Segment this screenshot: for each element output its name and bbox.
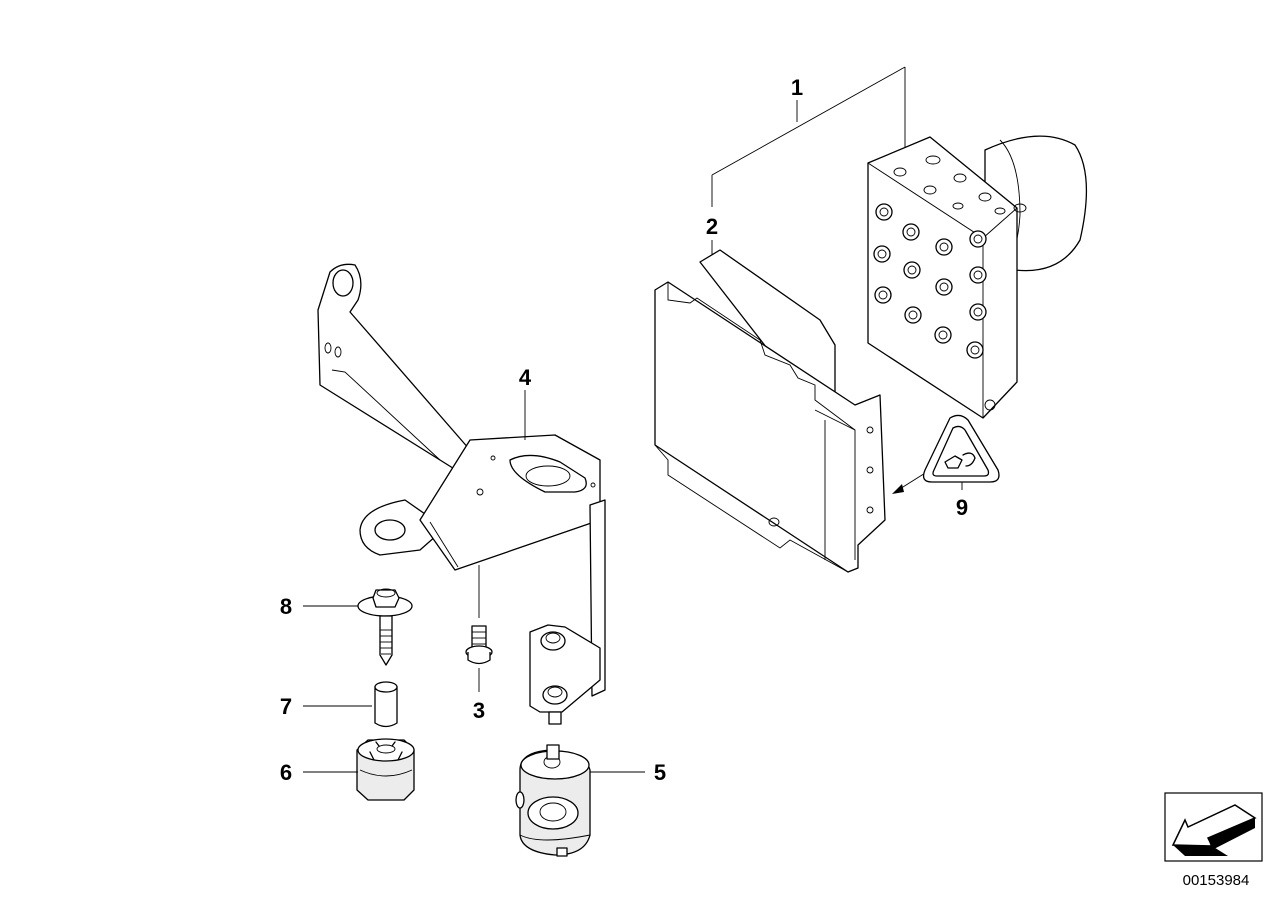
callout-6: 6 bbox=[280, 760, 292, 785]
callout-1: 1 bbox=[791, 75, 803, 100]
callout-9: 9 bbox=[956, 495, 968, 520]
hydraulic-unit bbox=[867, 135, 1088, 419]
callout-2: 2 bbox=[706, 214, 718, 239]
control-unit bbox=[654, 249, 886, 573]
callout-5: 5 bbox=[654, 760, 666, 785]
callout-4: 4 bbox=[519, 365, 532, 390]
warning-label bbox=[892, 414, 1000, 494]
bracket bbox=[317, 263, 606, 725]
callout-8: 8 bbox=[280, 594, 292, 619]
orientation-arrow-icon bbox=[1164, 792, 1263, 862]
screw bbox=[465, 625, 493, 665]
brake-line-fittings bbox=[873, 203, 987, 359]
callout-7: 7 bbox=[280, 694, 292, 719]
rubber-mount bbox=[515, 744, 591, 857]
leader-lines-1-2 bbox=[711, 66, 906, 262]
grommet bbox=[356, 738, 415, 801]
reference-number: 00153984 bbox=[1183, 872, 1250, 889]
callout-3: 3 bbox=[473, 698, 485, 723]
sleeve bbox=[374, 681, 398, 728]
bolt bbox=[357, 588, 413, 666]
